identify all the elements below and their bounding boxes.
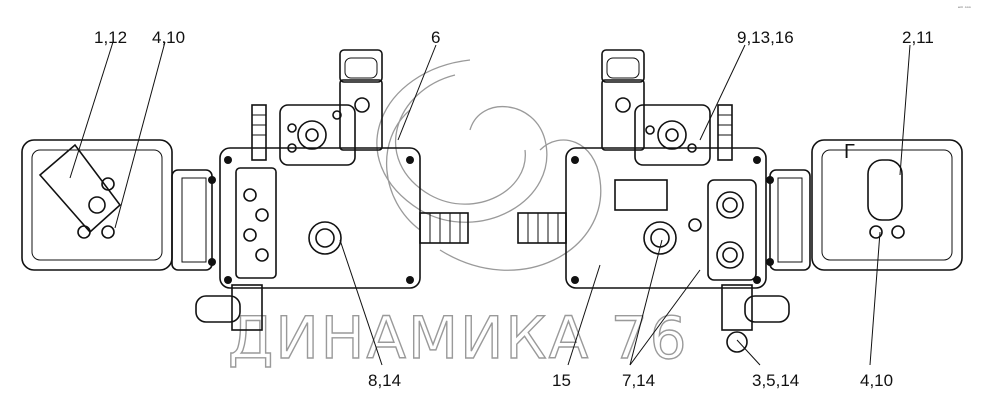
watermark-text: ДИНАМИКА 76 [228, 304, 689, 372]
left-pump [21, 49, 469, 331]
view-letter: Г [844, 141, 855, 163]
corner-mark: ᵉᵐ ᵒᵒᵒ [958, 6, 971, 12]
callout-label: 3,5,14 [752, 371, 799, 390]
right-pump [517, 49, 963, 353]
watermark-logo [376, 59, 602, 271]
callout-label: 1,12 [94, 28, 127, 47]
callout-label: 7,14 [622, 371, 655, 390]
callout-label: 4,10 [860, 371, 893, 390]
callout-label: 4,10 [152, 28, 185, 47]
callout-label: 15 [552, 371, 571, 390]
callout-label: 6 [431, 28, 440, 47]
callout-label: 2,11 [902, 28, 934, 47]
callout-label: 8,14 [368, 371, 401, 390]
leader-lines [69, 41, 911, 366]
callout-label: 9,13,16 [737, 28, 794, 47]
